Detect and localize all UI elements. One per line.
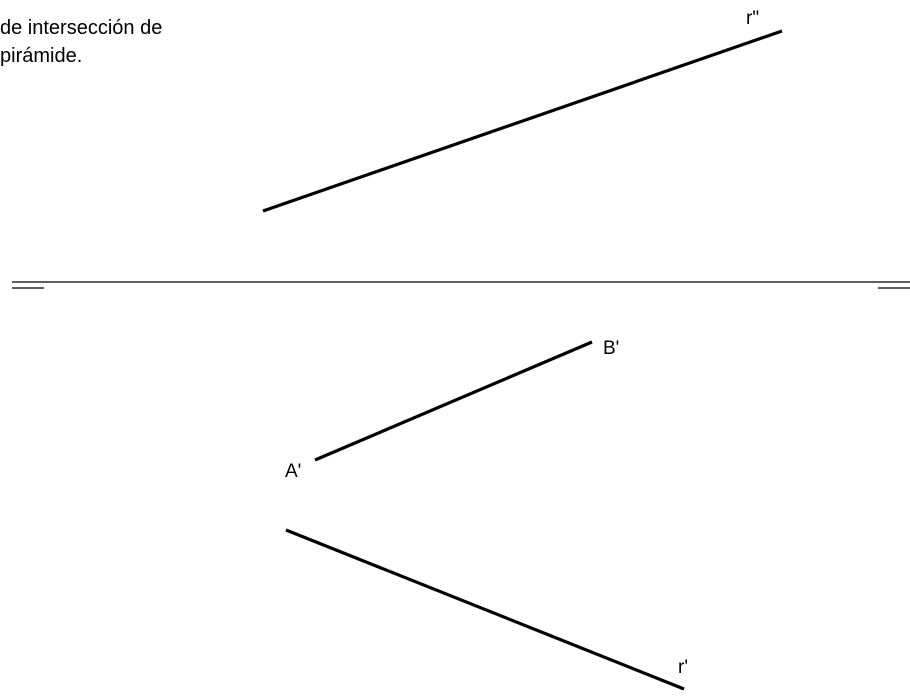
instruction-line-2: pirámide. — [0, 45, 83, 67]
instruction-text: de intersección de pirámide. — [0, 14, 260, 70]
instruction-line-1: de intersección de — [0, 17, 163, 39]
label-b-horizontal: B' — [603, 338, 619, 359]
line-r-vertical-projection — [262, 29, 783, 213]
label-r-horizontal: r' — [678, 657, 688, 678]
line-r-horizontal-projection — [285, 528, 685, 691]
label-r-vertical: r" — [746, 8, 759, 29]
segment-ab-horizontal-projection — [314, 340, 593, 462]
label-a-horizontal: A' — [285, 461, 301, 482]
